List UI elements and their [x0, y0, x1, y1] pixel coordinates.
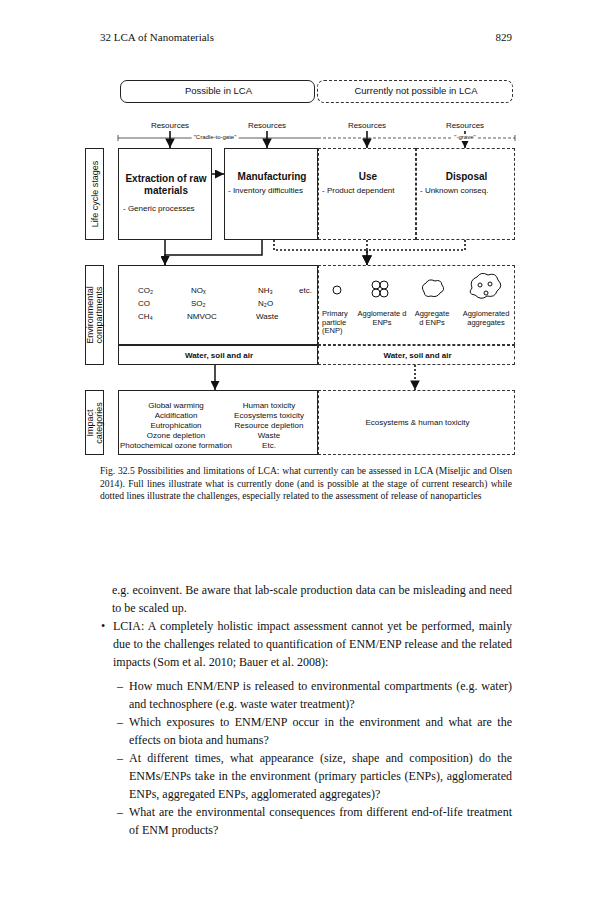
resource-label: Resources [348, 121, 386, 130]
body-paragraph: LCIA: A completely holistic impact asses… [113, 617, 512, 671]
stage-box: Extraction of raw materials - Generic pro… [118, 148, 212, 240]
connector-arrow [164, 240, 166, 265]
node-text: Disposal [417, 171, 516, 183]
dash-mark: – [117, 749, 123, 767]
node-text: Eutrophication [150, 421, 201, 430]
node-text: Use [319, 171, 417, 183]
bullet-mark: • [101, 617, 105, 635]
connector-arrow [414, 365, 416, 390]
node-text: SO₂ [191, 299, 206, 308]
scope-box: Possible in LCA [120, 80, 315, 103]
compartment-box: Primary particle (ENP)Agglomerate d ENPs… [318, 265, 515, 345]
node-text: Agglomerated aggregates [458, 310, 514, 327]
stage-box: Use - Product dependent [318, 148, 416, 240]
resource-arrow [169, 131, 171, 148]
figure-caption: Fig. 32.5 Possibilities and limitations … [100, 465, 512, 503]
node-text: Possible in LCA [121, 86, 316, 97]
node-text: CO [138, 299, 150, 308]
stage-box: Manufacturing - Inventory difficulties [224, 148, 318, 240]
node-text: Global warming [148, 401, 204, 410]
node-text: Aggregate d ENPs [412, 310, 452, 327]
scope-bracket [318, 138, 515, 139]
connector-arrow [212, 173, 224, 175]
node-text: - Product dependent [322, 186, 416, 195]
node-text: Etc. [262, 441, 276, 450]
agglomerated-aggregates [470, 273, 501, 298]
scope-label: "Cradle-to-gate" [192, 134, 239, 141]
connector-arrow [274, 240, 367, 265]
resource-label: Resources [151, 121, 189, 130]
medium-box: Water, soil and air [318, 345, 515, 365]
running-head: 32 LCA of Nanomaterials [100, 31, 214, 44]
node-text: Water, soil and air [319, 351, 516, 360]
node-text: Human toxicity [243, 401, 295, 410]
primary-particle [333, 286, 341, 294]
node-text: NH₃ [258, 286, 273, 295]
body-paragraph: Which exposures to ENM/ENP occur in the … [129, 713, 512, 749]
body-paragraph: How much ENM/ENP is released to environm… [129, 677, 512, 713]
node-text: - Generic processes [123, 204, 211, 213]
node-text: Ecosystems & human toxicity [319, 418, 516, 427]
node-text: Manufacturing [225, 171, 319, 183]
node-text: Environmental compartments [86, 267, 104, 363]
body-paragraph: What are the environmental consequences … [129, 803, 512, 839]
node-text: NOₓ [191, 286, 206, 295]
row-label-box: Impact categories [85, 390, 104, 455]
node-text: NMVOC [187, 312, 217, 321]
node-text: Impact categories [86, 392, 104, 453]
connector-arrow [366, 240, 368, 265]
connector-arrow [214, 365, 216, 390]
node-text: etc. [299, 286, 312, 295]
bracket-tick [515, 135, 516, 141]
resource-arrow [266, 131, 268, 148]
node-text: Photochemical ozone formation [120, 441, 232, 450]
page-number: 829 [452, 31, 512, 44]
row-label-box: Life cycle stages [85, 148, 104, 240]
resource-label: Resources [248, 121, 286, 130]
scope-box: Currently not possible in LCA [317, 80, 513, 103]
bracket-tick [118, 135, 119, 141]
impact-box: Ecosystems & human toxicity [318, 390, 515, 455]
node-text: Waste [256, 312, 278, 321]
stage-box: Disposal - Unknown conseq. [416, 148, 515, 240]
node-text: CO₂ [138, 286, 153, 295]
node-text: Ecosystems toxicity [234, 411, 304, 420]
row-label-box: Environmental compartments [85, 265, 104, 365]
node-text: Life cycle stages [90, 150, 99, 238]
dash-mark: – [117, 803, 123, 821]
resource-label: Resources [446, 121, 484, 130]
aggregated-particle [422, 280, 443, 297]
connector-arrow [165, 240, 262, 265]
resource-arrow [366, 131, 368, 148]
body-paragraph: At different times, what appearance (siz… [129, 749, 512, 803]
node-text: Acidification [155, 411, 198, 420]
node-text: Waste [258, 431, 280, 440]
node-text: Water, soil and air [119, 351, 319, 360]
scope-label: "-grave" [452, 134, 477, 141]
impact-box: Global warming Human toxicityAcidificatio… [118, 390, 318, 455]
agglomerated-particles [372, 281, 388, 297]
node-text: Agglomerate d ENPs [357, 310, 407, 327]
medium-box: Water, soil and air [118, 345, 318, 365]
dash-mark: – [117, 713, 123, 731]
node-text: Ozone depletion [147, 431, 205, 440]
compartment-box: CO₂ NOₓ NH₃ etc. CO SO₂ N₂O CH₄ NMVOC Waste [118, 265, 318, 345]
node-text: - Inventory difficulties [228, 186, 318, 195]
body-paragraph: e.g. ecoinvent. Be aware that lab-scale … [112, 581, 512, 617]
connector-arrow [367, 240, 465, 265]
node-text: Currently not possible in LCA [318, 86, 514, 97]
node-text: Resource depletion [235, 421, 304, 430]
dash-mark: – [117, 677, 123, 695]
node-text: Extraction of raw materials [121, 173, 211, 196]
node-text: N₂O [258, 299, 273, 308]
node-text: CH₄ [138, 312, 153, 321]
node-text: - Unknown conseq. [420, 186, 515, 195]
node-text: Primary particle (ENP) [322, 310, 360, 336]
